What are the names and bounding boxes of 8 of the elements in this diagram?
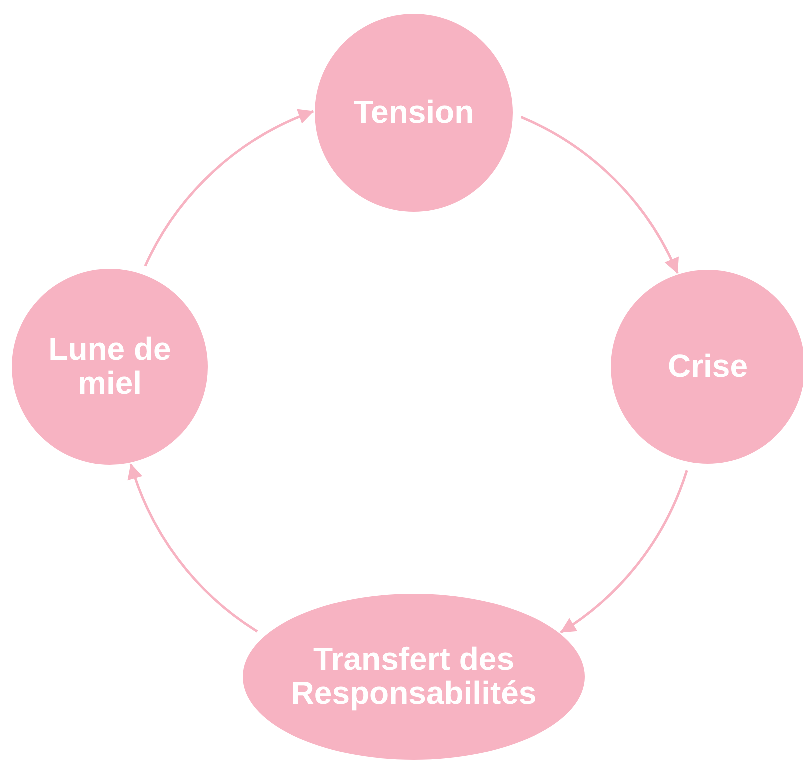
cycle-arrow <box>560 470 688 634</box>
stage-label: Tension <box>354 96 474 130</box>
stage-label: Transfert des Responsabilités <box>290 643 538 711</box>
stage-label: Lune de miel <box>48 333 172 401</box>
cycle-arrow <box>128 464 258 633</box>
cycle-arrow <box>144 110 314 267</box>
stage-label: Crise <box>668 350 748 384</box>
cycle-arrow <box>520 116 679 274</box>
